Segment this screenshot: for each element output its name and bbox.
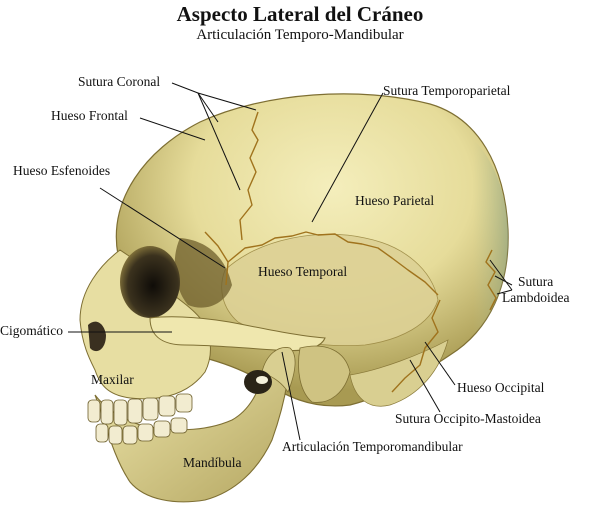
label-sutura-temporoparietal: Sutura Temporoparietal [383,83,511,98]
label-sutura-lambdoidea-line2: Lambdoidea [502,290,570,305]
label-articulacion-temporomandibular: Articulación Temporomandibular [282,439,463,454]
label-hueso-occipital: Hueso Occipital [457,380,545,395]
label-maxilar: Maxilar [91,372,134,387]
teeth-group [87,393,193,445]
label-sutura-lambdoidea-line1: Sutura [518,274,554,289]
label-hueso-temporal: Hueso Temporal [258,264,348,279]
sutures [204,111,497,393]
label-cigomatico: Cigomático [0,323,63,338]
label-hueso-frontal: Hueso Frontal [51,108,128,123]
label-hueso-esfenoides: Hueso Esfenoides [13,163,111,178]
leader-lines [68,82,513,441]
diagram-title: Aspecto Lateral del Cráneo [176,2,424,26]
sphenoid-shape [174,238,232,308]
label-hueso-parietal: Hueso Parietal [355,193,435,208]
label-mandibula: Mandíbula [183,455,242,470]
diagram-subtitle: Articulación Temporo-Mandibular [196,27,404,43]
label-sutura-occipito-mastoidea: Sutura Occipito-Mastoidea [395,411,541,426]
orbit-shape [120,246,180,318]
label-sutura-coronal: Sutura Coronal [78,74,161,89]
